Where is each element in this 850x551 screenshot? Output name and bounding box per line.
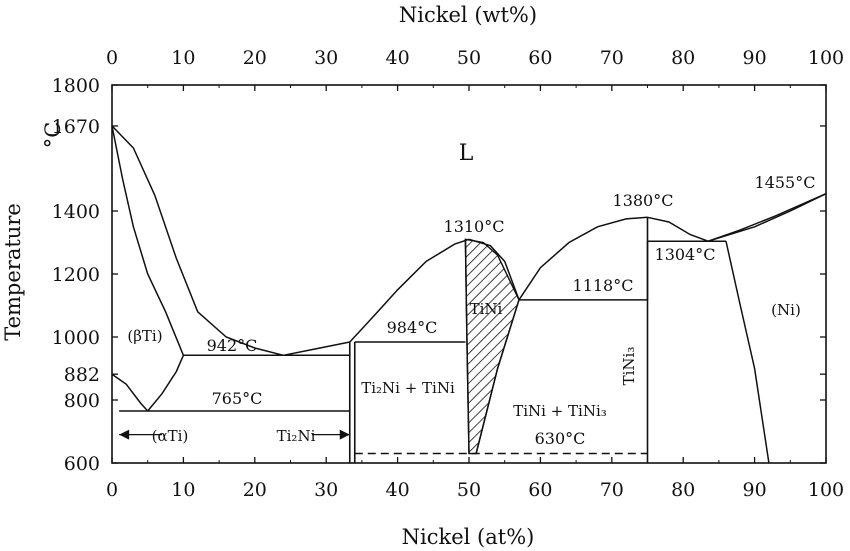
bottom-tick-label: 100 [808, 479, 844, 501]
top-tick-label: 10 [171, 47, 195, 69]
label-tini3: TiNi₃ [620, 347, 638, 386]
y-tick-label: 1200 [52, 264, 100, 286]
top-axis-title: Nickel (wt%) [399, 3, 537, 27]
top-tick-label: 20 [243, 47, 267, 69]
y-tick-label: 1670 [52, 116, 100, 138]
alpha-arrow-head [119, 429, 130, 440]
top-tick-label: 50 [457, 47, 481, 69]
bottom-tick-label: 40 [386, 479, 410, 501]
bottom-axis-title: Nickel (at%) [402, 525, 535, 549]
curve-tini-right-boundary [475, 299, 520, 454]
label-984: 984°C [387, 318, 438, 337]
label-765: 765°C [212, 389, 263, 408]
top-tick-label: 90 [743, 47, 767, 69]
bottom-tick-label: 50 [457, 479, 481, 501]
ti2ni-arrow-head [339, 429, 350, 440]
y-axis-unit: °C [41, 122, 65, 149]
label-ti2ni: Ti₂Ni [277, 427, 316, 445]
y-tick-label: 600 [64, 453, 100, 475]
label-liquid: L [459, 141, 474, 166]
bottom-tick-label: 90 [743, 479, 767, 501]
curve-tini3-liquidus-right [647, 216, 709, 242]
bottom-tick-label: 60 [528, 479, 552, 501]
curve-ni-solidus [707, 193, 827, 242]
y-tick-label: 800 [64, 390, 100, 412]
label-1310: 1310°C [444, 217, 505, 236]
curve-tini3-liquidus-left [518, 216, 648, 301]
bottom-tick-label: 20 [243, 479, 267, 501]
top-tick-label: 0 [106, 47, 118, 69]
curve-beta-transus-right [147, 355, 185, 412]
label-630: 630°C [535, 429, 586, 448]
top-tick-label: 60 [528, 47, 552, 69]
curve-beta-transus [111, 373, 149, 412]
curve-beta-liquidus [111, 125, 284, 357]
curve-ni-liquidus [707, 193, 827, 242]
curve-tini-liquidus-right [468, 238, 520, 301]
label-alpha-ti: (αTi) [152, 427, 189, 445]
label-tini-tini3: TiNi + TiNi₃ [513, 402, 607, 420]
top-tick-label: 70 [600, 47, 624, 69]
y-tick-label: 1000 [52, 327, 100, 349]
bottom-tick-label: 0 [106, 479, 118, 501]
label-beta-ti: (βTi) [127, 327, 162, 345]
y-tick-label: 1800 [52, 75, 100, 97]
label-tini: TiNi [470, 300, 503, 318]
label-1380: 1380°C [613, 191, 674, 210]
top-tick-label: 80 [671, 47, 695, 69]
tini-region [464, 238, 520, 455]
label-942: 942°C [207, 336, 258, 355]
curve-beta-solidus [111, 125, 185, 356]
curve-ti2ni-liquidus [283, 341, 350, 357]
bottom-tick-label: 80 [671, 479, 695, 501]
top-tick-label: 30 [314, 47, 338, 69]
bottom-tick-label: 10 [171, 479, 195, 501]
label-ni: (Ni) [771, 301, 801, 319]
top-tick-label: 40 [386, 47, 410, 69]
curve-ni-solvus [725, 241, 770, 464]
y-axis-title: Temperature [1, 203, 25, 341]
y-tick-label: 1400 [52, 201, 100, 223]
label-1118: 1118°C [573, 276, 634, 295]
bottom-tick-label: 70 [600, 479, 624, 501]
top-tick-label: 100 [808, 47, 844, 69]
curve-tini-left-boundary [464, 239, 470, 454]
bottom-tick-label: 30 [314, 479, 338, 501]
label-1455: 1455°C [755, 173, 816, 192]
y-tick-label: 882 [64, 364, 100, 386]
curve-tini-liquidus-left [349, 238, 470, 343]
label-1304: 1304°C [655, 245, 716, 264]
label-ti2ni-tini: Ti₂Ni + TiNi [361, 379, 455, 397]
